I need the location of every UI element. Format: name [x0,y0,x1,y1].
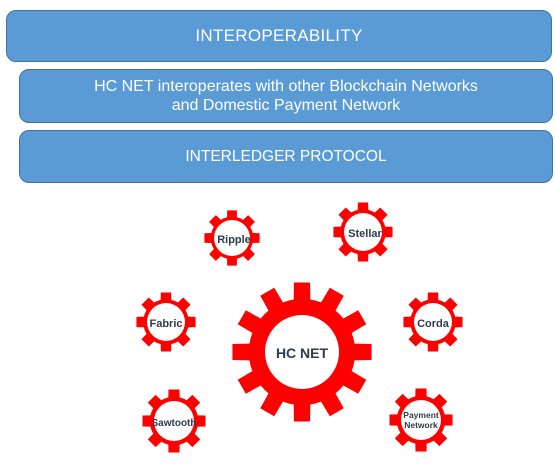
gear-label-corda: Corda [417,318,450,330]
gear-label-ripple: Ripple [217,234,251,246]
gear-stellar: Stellar [333,202,393,262]
protocol-title: INTERLEDGER PROTOCOL [185,147,387,165]
gear-hc-net: HC NET [232,282,372,422]
interoperability-title: INTEROPERABILITY [195,26,363,45]
gear-label-payment: Payment [403,410,439,420]
gear-corda: Corda [403,292,463,352]
gear-payment-network: Payment Network [389,388,453,452]
gear-sawtooth: Sawtooth [142,389,206,453]
gear-label-stellar: Stellar [348,228,382,240]
gear-fabric: Fabric [136,292,196,352]
description-banner: HC NET interoperates with other Blockcha… [19,69,553,123]
interoperability-banner: INTEROPERABILITY [6,10,552,62]
description-line-1: HC NET interoperates with other Blockcha… [94,78,478,95]
gear-label-network: Network [404,420,438,430]
gear-label-sawtooth: Sawtooth [152,418,197,429]
gear-ripple: Ripple [204,210,260,266]
gear-label-fabric: Fabric [149,318,182,330]
gear-label-hc-net: HC NET [276,345,329,361]
description-line-2: and Domestic Payment Network [171,97,401,114]
protocol-banner: INTERLEDGER PROTOCOL [19,130,553,183]
